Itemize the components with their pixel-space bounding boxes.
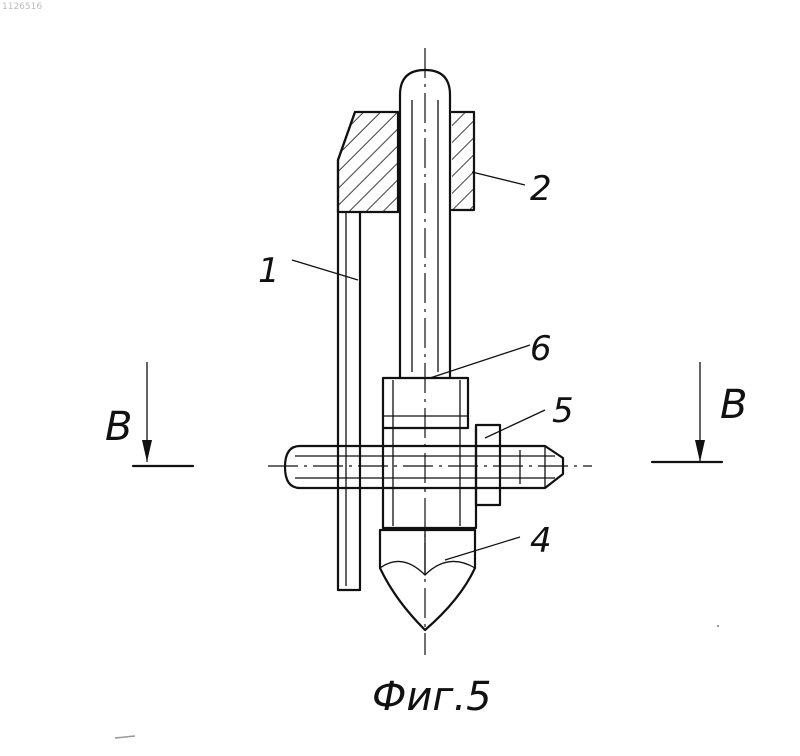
leader-6 [430, 345, 530, 378]
part-2-block [330, 100, 485, 220]
corner-mark: 1126516 [2, 2, 42, 12]
section-marker-right: B [652, 362, 747, 462]
label-part-6: 6 [530, 329, 552, 369]
label-part-2: 2 [530, 169, 552, 209]
label-part-5: 5 [552, 391, 574, 431]
section-letter-right: B [720, 382, 747, 428]
scan-mark [115, 736, 135, 738]
label-part-4: 4 [530, 521, 552, 561]
horizontal-pin [285, 446, 563, 488]
leader-1 [292, 260, 358, 280]
label-part-1: 1 [258, 251, 280, 291]
section-marker-left: B [105, 362, 193, 466]
leader-4 [445, 537, 520, 560]
scan-speck [717, 625, 719, 627]
figure-caption: Фиг.5 [372, 674, 492, 720]
part-4-tip [380, 530, 475, 630]
section-letter-left: B [105, 404, 132, 450]
leader-2 [472, 172, 525, 185]
